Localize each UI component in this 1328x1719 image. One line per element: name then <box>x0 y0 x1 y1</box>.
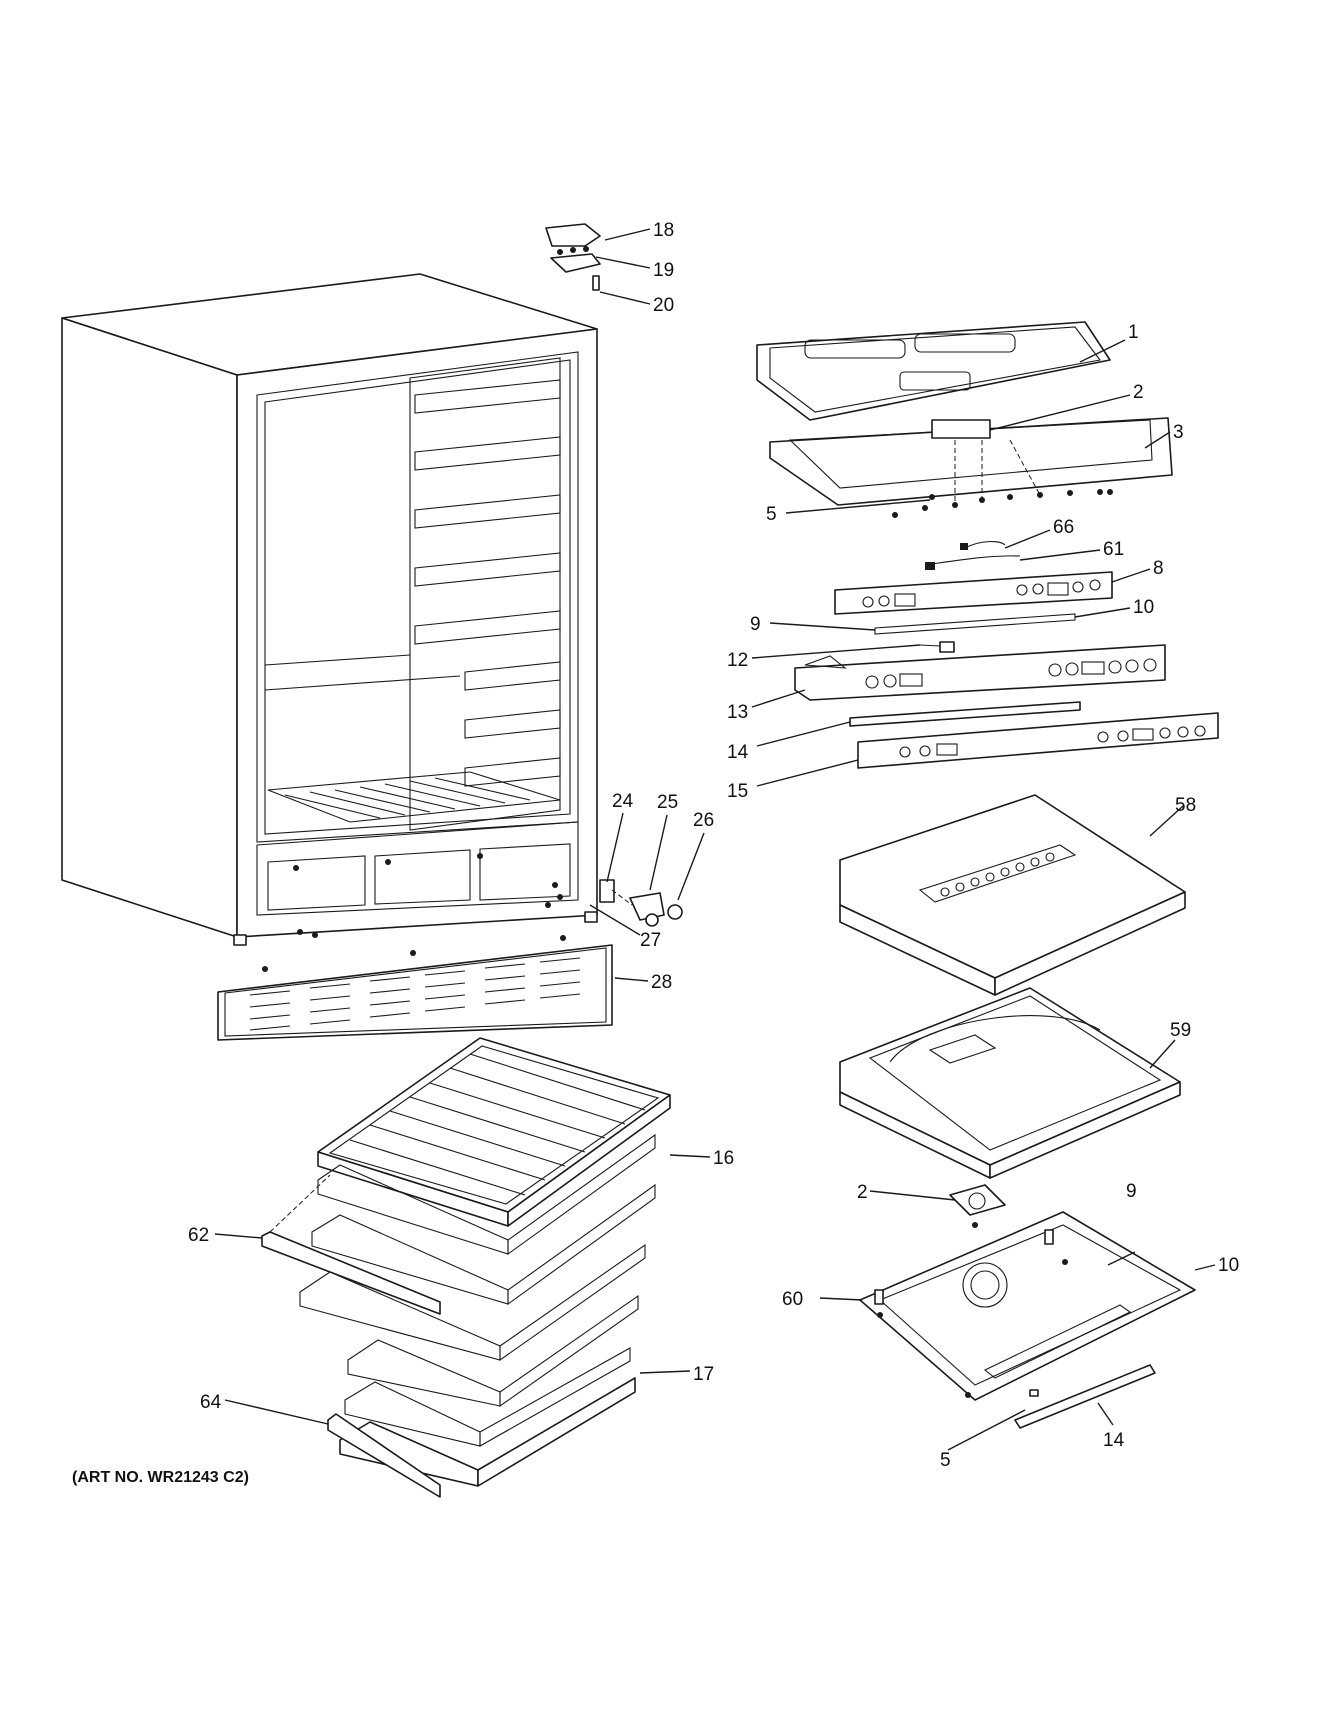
top-housing <box>756 321 1111 421</box>
callout-66: 66 <box>1053 517 1074 538</box>
callout-2-lower: 2 <box>857 1182 868 1203</box>
wiring-harness <box>924 541 1021 570</box>
callout-19: 19 <box>653 260 674 281</box>
light-cover <box>849 701 1081 727</box>
callout-20: 20 <box>653 295 674 316</box>
callout-24: 24 <box>612 791 634 812</box>
callout-5-lower: 5 <box>940 1450 951 1471</box>
callout-18: 18 <box>653 220 674 241</box>
callout-17: 17 <box>693 1364 714 1385</box>
callout-26: 26 <box>693 810 714 831</box>
base-plate-60 <box>859 1211 1196 1401</box>
callout-64: 64 <box>200 1392 222 1413</box>
callout-5-top: 5 <box>766 504 777 525</box>
callout-60: 60 <box>782 1289 803 1310</box>
callout-9-lower: 9 <box>1126 1181 1137 1202</box>
control-board <box>834 571 1113 635</box>
floor-grid <box>267 771 561 823</box>
cabinet <box>61 273 598 946</box>
callout-1: 1 <box>1128 322 1139 343</box>
art-number: (ART NO. WR21243 C2) <box>72 1469 249 1486</box>
sensor-clip <box>919 641 955 653</box>
front-grille <box>217 935 613 1041</box>
callout-27: 27 <box>640 930 661 951</box>
callout-61: 61 <box>1103 539 1124 560</box>
callout-10-top: 10 <box>1133 597 1154 618</box>
callout-10-lower: 10 <box>1218 1255 1239 1276</box>
shelves <box>261 1037 671 1498</box>
callout-62: 62 <box>188 1225 209 1246</box>
callout-labels: 18 19 20 1 2 3 5 66 61 8 9 10 12 13 14 1… <box>188 220 1239 1471</box>
callout-8: 8 <box>1153 558 1164 579</box>
shelf-rails <box>414 379 561 787</box>
fan-2-lower <box>949 1184 1006 1228</box>
callout-2-top: 2 <box>1133 382 1144 403</box>
callout-14-lower: 14 <box>1103 1430 1125 1451</box>
callout-58: 58 <box>1175 795 1196 816</box>
callout-16: 16 <box>713 1148 734 1169</box>
callout-59: 59 <box>1170 1020 1191 1041</box>
control-housing <box>794 644 1166 701</box>
liner-59 <box>839 987 1181 1179</box>
bottom-hinge-parts <box>599 879 683 927</box>
top-cover-58 <box>839 794 1186 996</box>
top-hinge-parts <box>545 223 601 291</box>
callout-14-top: 14 <box>727 742 749 763</box>
control-panel-overlay <box>857 712 1219 769</box>
callout-9-top: 9 <box>750 614 761 635</box>
callout-25: 25 <box>657 792 678 813</box>
callout-28: 28 <box>651 972 672 993</box>
callout-12: 12 <box>727 650 748 671</box>
light-cover-lower <box>1014 1364 1156 1429</box>
callout-13: 13 <box>727 702 748 723</box>
fan-bracket <box>769 417 1173 518</box>
leader-lines <box>214 228 1216 1451</box>
callout-15: 15 <box>727 781 748 802</box>
callout-3: 3 <box>1173 422 1184 443</box>
